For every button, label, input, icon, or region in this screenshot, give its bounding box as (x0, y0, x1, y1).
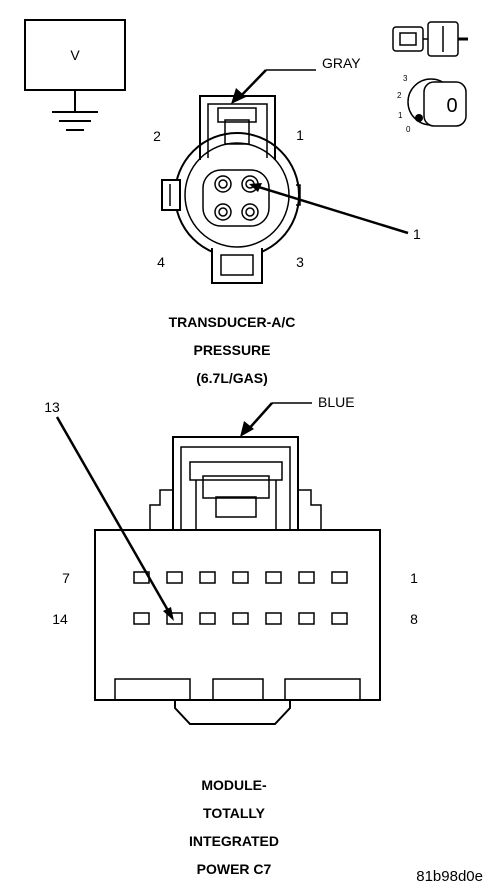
module-connector (94, 436, 381, 725)
svg-text:PRESSURE: PRESSURE (193, 342, 270, 358)
module-callout-number: 13 (44, 399, 60, 415)
ignition-key-icon: 0 3 2 1 0 (397, 74, 467, 134)
ignition-position-3: 3 (403, 74, 408, 83)
transducer-connector (161, 95, 301, 284)
transducer-title: TRANSDUCER-A/C PRESSURE (6.7L/GAS) (169, 314, 296, 386)
module-row-label-7: 7 (62, 570, 70, 586)
module-title: MODULE- TOTALLY INTEGRATED POWER C7 (189, 777, 279, 877)
module-cavity (265, 612, 282, 625)
ignition-position-1: 1 (398, 111, 403, 120)
module-cavity (133, 612, 150, 625)
transducer-wire-color: GRAY (322, 55, 361, 71)
gray-wire-leader (231, 69, 316, 104)
transducer-pin-3-label: 3 (296, 254, 304, 270)
figure-id: 81b98d0e (416, 868, 483, 885)
module-cavity (298, 612, 315, 625)
transducer-callout-leader (249, 183, 409, 235)
svg-text:TOTALLY: TOTALLY (203, 805, 266, 821)
ground-icon (52, 111, 98, 131)
transducer-pin-2-label: 2 (153, 128, 161, 144)
connector-icon (392, 21, 468, 57)
module-row-label-8: 8 (410, 611, 418, 627)
svg-text:TRANSDUCER-A/C: TRANSDUCER-A/C (169, 314, 296, 330)
module-cavity (232, 571, 249, 584)
module-callout-leader (55, 416, 174, 621)
voltmeter-symbol: V (24, 19, 126, 131)
module-cavity (331, 612, 348, 625)
transducer-pin-4-label: 4 (157, 254, 165, 270)
blue-wire-leader (240, 402, 312, 437)
ignition-position-0: 0 (406, 125, 411, 134)
module-cavity (298, 571, 315, 584)
transducer-pins (214, 175, 259, 221)
module-cavity (232, 612, 249, 625)
module-cavity (199, 612, 216, 625)
module-cavity (199, 571, 216, 584)
ignition-position-2: 2 (397, 91, 402, 100)
module-cavity (265, 571, 282, 584)
svg-text:(6.7L/GAS): (6.7L/GAS) (196, 370, 268, 386)
module-cavities (133, 571, 348, 625)
transducer-callout-number: 1 (413, 226, 421, 242)
module-cavity (166, 571, 183, 584)
module-wire-color: BLUE (318, 394, 355, 410)
svg-text:POWER C7: POWER C7 (197, 861, 272, 877)
voltmeter-label: V (70, 47, 80, 63)
module-row-label-1: 1 (410, 570, 418, 586)
key-position-label: 0 (446, 95, 457, 117)
module-cavity (166, 612, 183, 625)
svg-text:INTEGRATED: INTEGRATED (189, 833, 279, 849)
module-row-label-14: 14 (52, 611, 68, 627)
transducer-pin-1-label: 1 (296, 127, 304, 143)
svg-text:MODULE-: MODULE- (201, 777, 267, 793)
module-cavity (331, 571, 348, 584)
